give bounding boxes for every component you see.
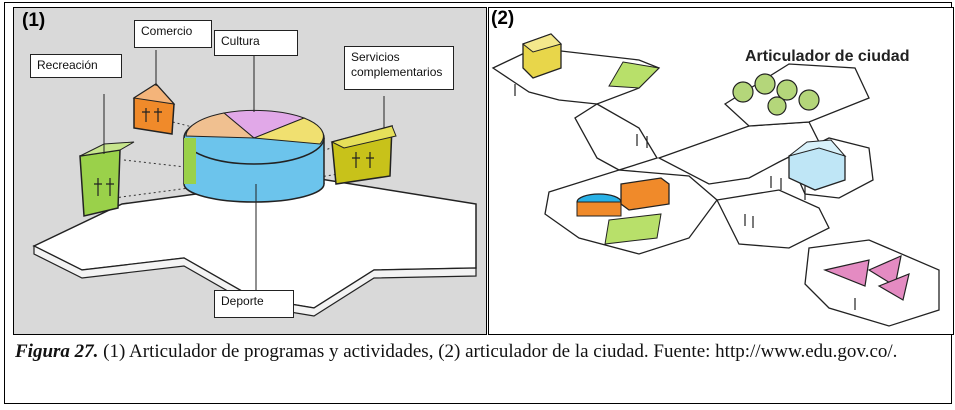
- panel-2-illustration: (2) Articulador de ciudad: [488, 7, 954, 335]
- panel-1-illustration: [32, 50, 477, 317]
- figure-caption: Figura 27. (1) Articulador de programas …: [15, 339, 945, 403]
- callout-recreacion: Recreación: [30, 54, 122, 78]
- panel-2-label: (2): [491, 8, 515, 29]
- panel-1-label: (1): [22, 10, 46, 31]
- panel-1-diagram: (1) Recreación Comercio Cultura Servicio…: [13, 7, 487, 335]
- figure-frame: (1) Recreación Comercio Cultura Servicio…: [4, 2, 954, 404]
- panel-2-title: Articulador de ciudad: [745, 48, 910, 65]
- callout-servicios-line2: complementarios: [351, 65, 443, 79]
- callout-cultura: Cultura: [214, 30, 298, 56]
- callout-comercio: Comercio: [134, 20, 212, 48]
- figure-number: Figura 27.: [15, 341, 99, 362]
- callout-servicios-complementarios: Servicios complementarios: [344, 46, 454, 90]
- caption-text: (1) Articulador de programas y actividad…: [98, 341, 898, 362]
- panel-2-city-network: [491, 33, 940, 327]
- callout-deporte: Deporte: [214, 290, 294, 318]
- callout-servicios-line1: Servicios: [351, 50, 400, 64]
